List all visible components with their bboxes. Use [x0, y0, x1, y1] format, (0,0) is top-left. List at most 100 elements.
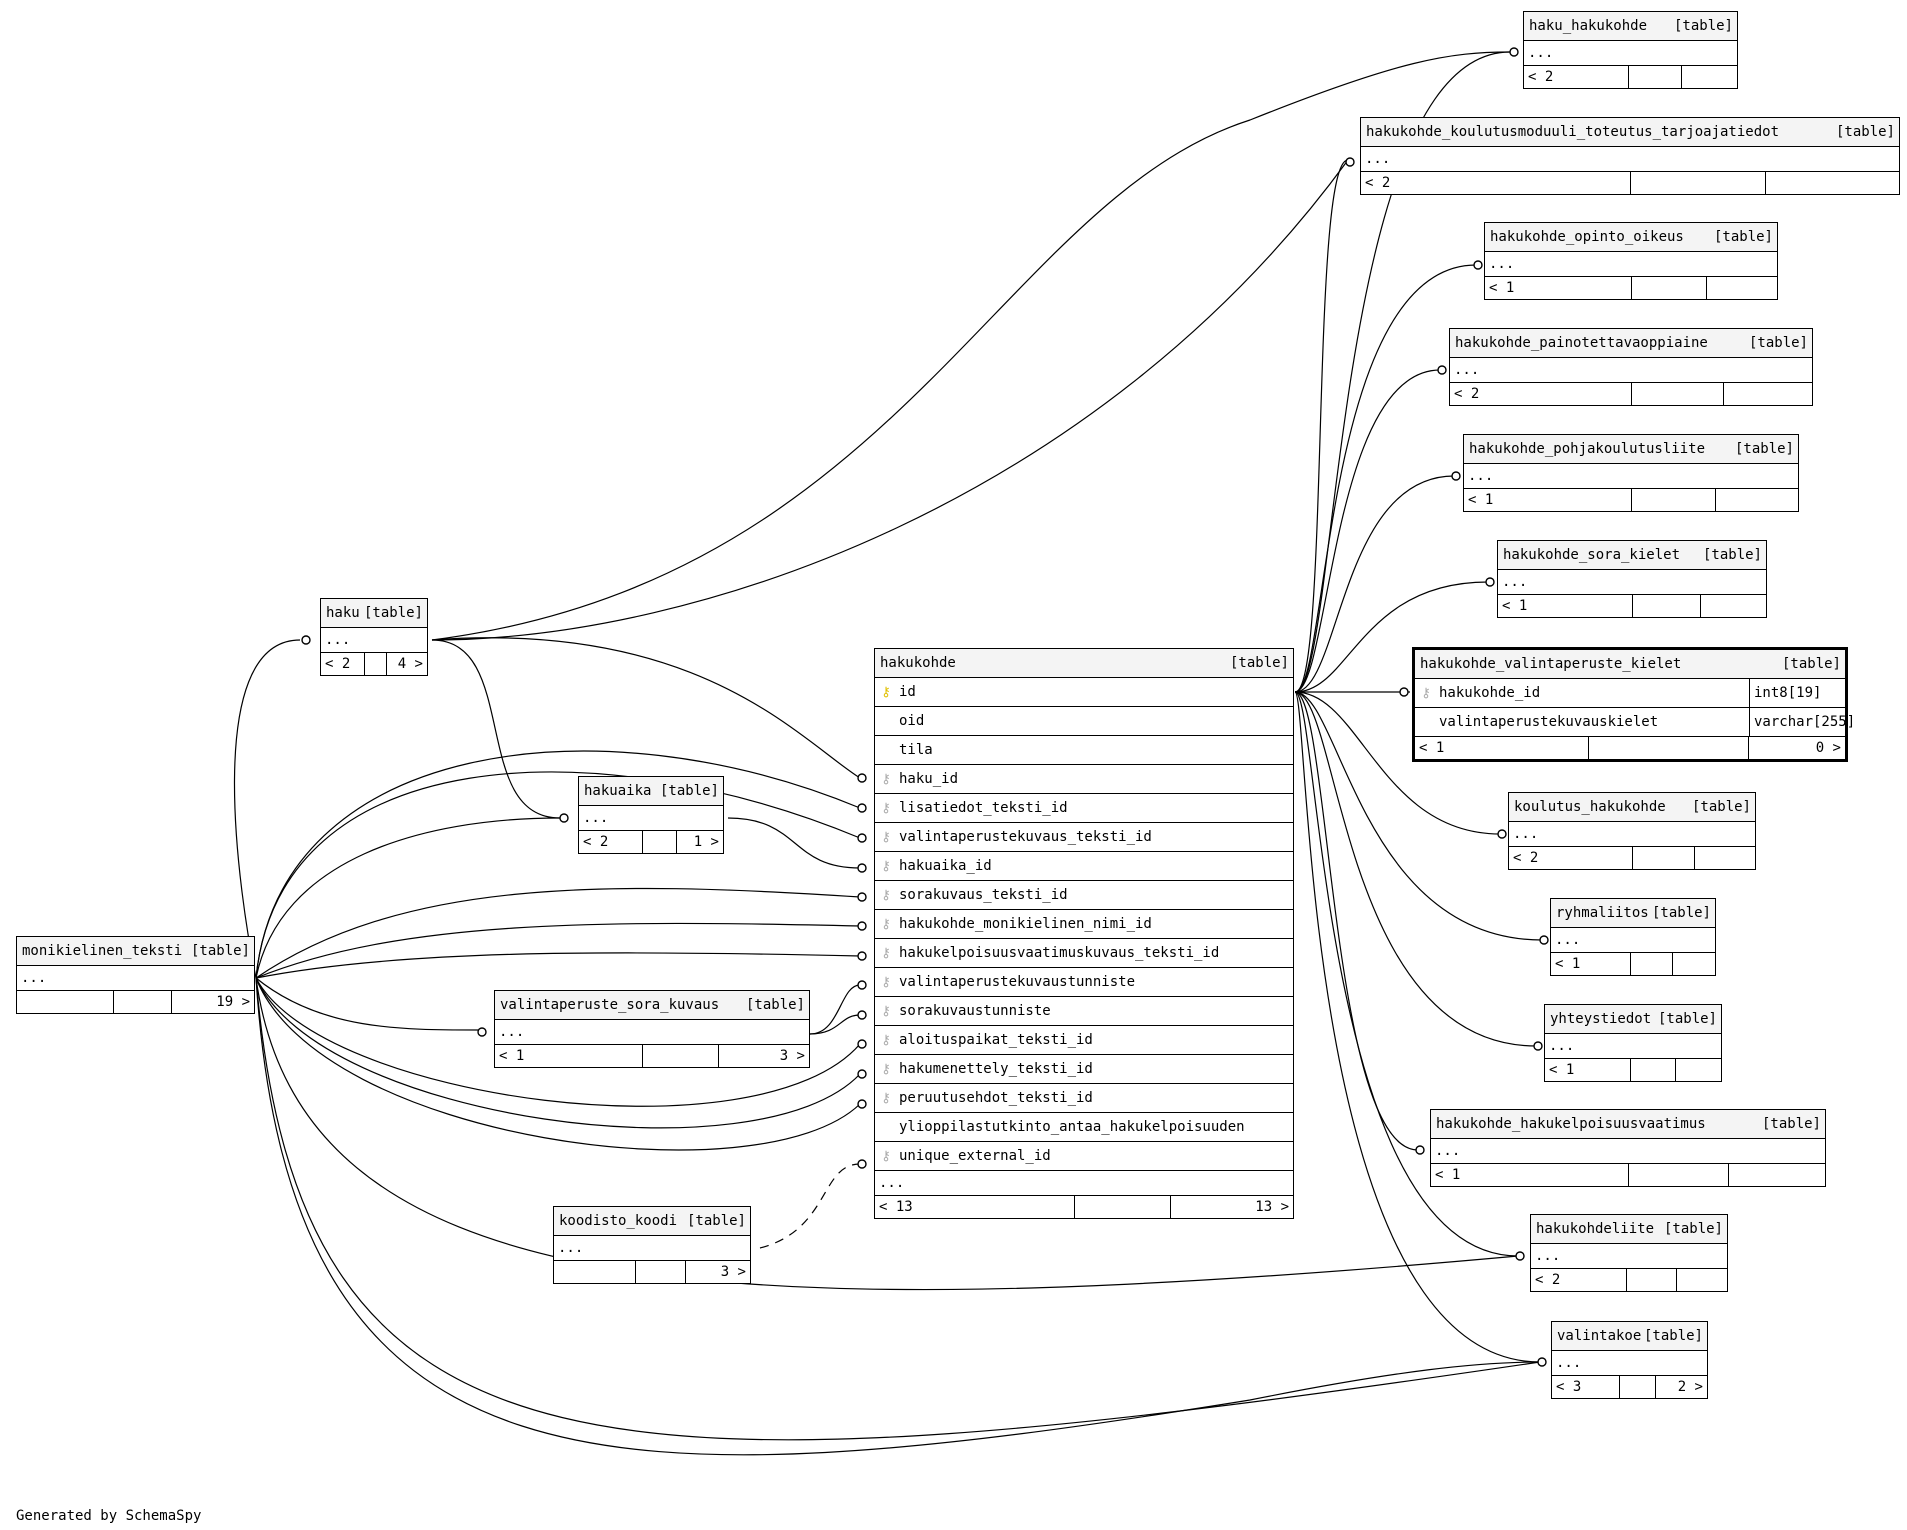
table-hakukohdeliite[interactable]: hakukohdeliite[table]...< 2: [1530, 1214, 1728, 1292]
table-header: hakuaika[table]: [579, 777, 723, 806]
table-footer: < 1: [1551, 953, 1715, 975]
table-header: valintakoe[table]: [1552, 1322, 1707, 1351]
ellipsis-row: ...: [17, 966, 254, 991]
children-count[interactable]: < 3: [1552, 1376, 1620, 1398]
parents-count[interactable]: [1766, 172, 1899, 194]
table-haku-hakukohde[interactable]: haku_hakukohde[table]...< 2: [1523, 11, 1738, 89]
column-row: valintaperustekuvauskielet varchar[255]: [1415, 708, 1855, 737]
children-count[interactable]: < 2: [1361, 172, 1631, 194]
table-footer: < 2: [1450, 383, 1812, 405]
children-count[interactable]: < 1: [1485, 277, 1632, 299]
table-hakukohde-koulutusmoduuli-toteutus-tarjoajatiedot[interactable]: hakukohde_koulutusmoduuli_toteutus_tarjo…: [1360, 117, 1900, 195]
table-header: monikielinen_teksti[table]: [17, 937, 254, 966]
table-header: hakukohde_painotettavaoppiaine[table]: [1450, 329, 1812, 358]
edge-hakukohdeliite: [1294, 691, 1519, 1257]
edge-mt-aloitus: [255, 977, 861, 1107]
table-hakukohde-painotettavaoppiaine[interactable]: hakukohde_painotettavaoppiaine[table]...…: [1449, 328, 1813, 406]
children-count[interactable]: < 2: [579, 831, 643, 853]
parents-count[interactable]: [1724, 383, 1812, 405]
table-name: yhteystiedot: [1550, 1011, 1652, 1027]
table-koulutus-hakukohde[interactable]: koulutus_hakukohde[table]...< 2: [1508, 792, 1756, 870]
table-name: hakukohdeliite: [1536, 1221, 1655, 1237]
parents-count[interactable]: 19 >: [216, 994, 250, 1010]
children-count[interactable]: [554, 1261, 636, 1283]
parents-count[interactable]: 13 >: [1255, 1199, 1289, 1215]
table-header: hakukohde_hakukelpoisuusvaatimus[table]: [1431, 1110, 1825, 1139]
children-count[interactable]: < 1: [1545, 1059, 1631, 1081]
table-ryhmaliitos[interactable]: ryhmaliitos[table]...< 1: [1550, 898, 1716, 976]
children-count[interactable]: < 13: [875, 1196, 1075, 1218]
parents-count[interactable]: [1695, 847, 1755, 869]
table-name: hakukohde: [880, 655, 956, 671]
children-count[interactable]: < 1: [1464, 489, 1632, 511]
primary-key-icon: ⚷: [881, 684, 891, 700]
children-count[interactable]: < 2: [1450, 383, 1632, 405]
column-row: ⚷sorakuvaustunniste: [875, 997, 1293, 1026]
footer-credit: Generated by SchemaSpy: [16, 1508, 202, 1524]
children-count[interactable]: [17, 991, 114, 1013]
table-footer: < 2: [1531, 1269, 1727, 1291]
parents-count[interactable]: [1673, 953, 1715, 975]
parents-count[interactable]: [1682, 66, 1737, 88]
column-row: ⚷hakukohde_monikielinen_nimi_id: [875, 910, 1293, 939]
column-row: ⚷valintaperustekuvaustunniste: [875, 968, 1293, 997]
children-count[interactable]: < 2: [1524, 66, 1629, 88]
parents-count[interactable]: [1677, 1269, 1727, 1291]
ellipsis-row: ...: [1361, 147, 1899, 172]
parents-count[interactable]: [1676, 1059, 1721, 1081]
foreign-key-icon: ⚷: [1421, 685, 1431, 701]
table-name: hakuaika: [584, 783, 652, 799]
column-name: hakuaika_id: [899, 858, 992, 874]
table-header: hakukohde_pohjakoulutusliite[table]: [1464, 435, 1798, 464]
table-footer: < 1: [1498, 595, 1766, 617]
table-yhteystiedot[interactable]: yhteystiedot[table]...< 1: [1544, 1004, 1722, 1082]
parents-count[interactable]: 1 >: [693, 834, 719, 850]
table-valintakoe[interactable]: valintakoe[table]...< 3 2 >: [1551, 1321, 1708, 1399]
parents-count[interactable]: [1701, 595, 1766, 617]
parents-count[interactable]: 2 >: [1677, 1379, 1703, 1395]
table-hakukohde-pohjakoulutusliite[interactable]: hakukohde_pohjakoulutusliite[table]...< …: [1463, 434, 1799, 512]
parents-count[interactable]: [1716, 489, 1798, 511]
parents-count[interactable]: [1707, 277, 1777, 299]
ellipsis-row: ...: [1552, 1351, 1707, 1376]
column-name: peruutusehdot_teksti_id: [899, 1090, 1093, 1106]
table-header: hakukohde_valintaperuste_kielet [table]: [1415, 650, 1845, 679]
ellipsis-row: ...: [1431, 1139, 1825, 1164]
table-hakukohde-sora-kielet[interactable]: hakukohde_sora_kielet[table]...< 1: [1497, 540, 1767, 618]
column-row: ⚷aloituspaikat_teksti_id: [875, 1026, 1293, 1055]
parents-count[interactable]: [1729, 1164, 1825, 1186]
children-count[interactable]: < 1: [1498, 595, 1633, 617]
table-header: hakukohde_sora_kielet[table]: [1498, 541, 1766, 570]
table-tag: [table]: [1713, 229, 1773, 245]
table-hakukohde-hakukelpoisuusvaatimus[interactable]: hakukohde_hakukelpoisuusvaatimus[table].…: [1430, 1109, 1826, 1187]
children-count[interactable]: < 1: [1551, 953, 1631, 975]
column-row: ⚷ hakukohde_id int8[19]: [1415, 679, 1845, 708]
table-tag: [table]: [1761, 1116, 1821, 1132]
children-count[interactable]: < 1: [1415, 737, 1589, 759]
column-row: ⚷sorakuvaus_teksti_id: [875, 881, 1293, 910]
table-footer: < 2: [1524, 66, 1737, 88]
parents-count[interactable]: 3 >: [720, 1264, 746, 1280]
children-count[interactable]: < 2: [321, 653, 365, 675]
children-count[interactable]: < 1: [1431, 1164, 1629, 1186]
table-monikielinen-teksti[interactable]: monikielinen_teksti[table]... 19 >: [16, 936, 255, 1014]
children-count[interactable]: < 2: [1509, 847, 1633, 869]
ellipsis-row: ...: [495, 1020, 809, 1045]
table-name: koulutus_hakukohde: [1514, 799, 1666, 815]
parents-count[interactable]: 3 >: [779, 1048, 805, 1064]
edge-mt-valintakoe: [255, 977, 1541, 1441]
parents-count[interactable]: 4 >: [397, 656, 423, 672]
table-koodisto-koodi[interactable]: koodisto_koodi[table]...3 >: [553, 1206, 751, 1284]
table-hakukohde-valintaperuste-kielet[interactable]: hakukohde_valintaperuste_kielet [table] …: [1412, 647, 1855, 762]
parents-count[interactable]: 0 >: [1815, 740, 1841, 756]
edge-vsk-sorakuvaus: [809, 1014, 861, 1035]
table-hakukohde-opinto-oikeus[interactable]: hakukohde_opinto_oikeus[table]...< 1: [1484, 222, 1778, 300]
children-count[interactable]: < 2: [1531, 1269, 1627, 1291]
edge-mt-sora: [255, 977, 481, 1031]
column-row: ⚷hakukelpoisuusvaatimuskuvaus_teksti_id: [875, 939, 1293, 968]
children-count[interactable]: < 1: [495, 1045, 643, 1067]
